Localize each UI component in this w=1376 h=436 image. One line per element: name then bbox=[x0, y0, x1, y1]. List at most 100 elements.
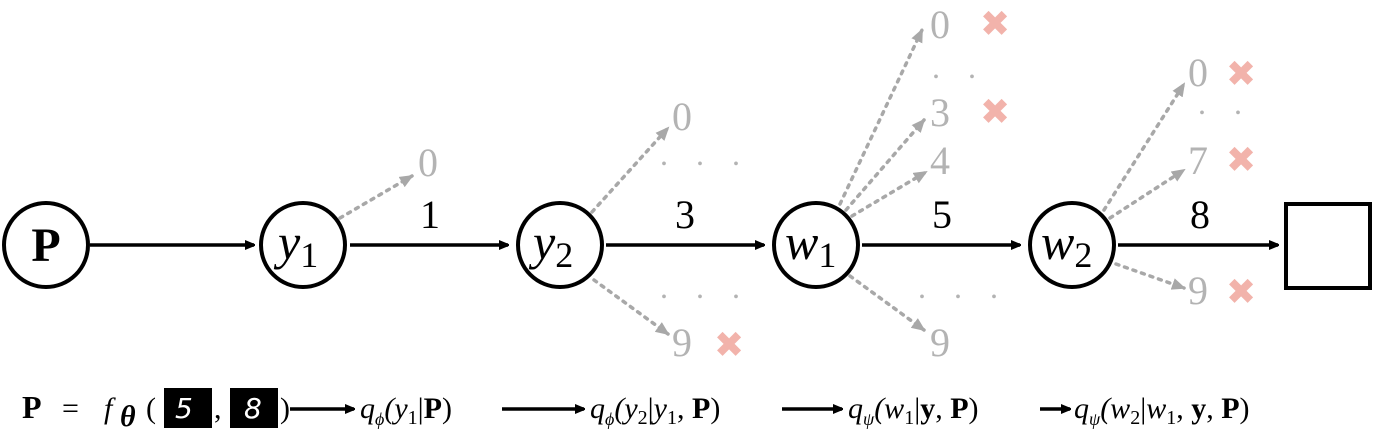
formula-q4-close: ) bbox=[1240, 392, 1250, 425]
svg-text:y2: y2 bbox=[528, 214, 573, 275]
branch-w2-dots: . . bbox=[1198, 85, 1252, 121]
node-p-label: P bbox=[31, 219, 60, 272]
edge-label-1: 1 bbox=[420, 192, 440, 237]
formula-q3-args-sub: 1 bbox=[904, 407, 914, 429]
mnist-digit-image-2 bbox=[230, 388, 278, 428]
node-w1: w1 bbox=[772, 201, 860, 289]
node-y2-sub: 2 bbox=[555, 235, 573, 275]
formula-q4-c2: y bbox=[1191, 392, 1206, 425]
formula-q4-sep2: , bbox=[1206, 392, 1221, 425]
formula-q4-c1-sub: 1 bbox=[1166, 407, 1176, 429]
branch-w1-label-4: 4 bbox=[930, 138, 950, 183]
formula-q2: qϕ(y2|y1, P) bbox=[590, 392, 720, 429]
formula-q2-close: ) bbox=[710, 392, 720, 425]
formula-f: f bbox=[104, 392, 116, 425]
mnist-digit-image-1 bbox=[164, 388, 212, 428]
formula-q2-sep: , bbox=[677, 392, 692, 425]
formula-q3-args: (w bbox=[874, 392, 904, 425]
branch-w1-dots: . . bbox=[932, 49, 986, 85]
formula-q4-cond: P bbox=[1221, 392, 1239, 425]
node-p: P bbox=[2, 201, 90, 289]
branch-w1-label-0: 0 bbox=[930, 2, 950, 47]
formula-q1-args-sub: 1 bbox=[408, 407, 418, 429]
formula-q4-args: (w bbox=[1100, 392, 1130, 425]
branch-y1-label-0: 0 bbox=[418, 140, 438, 185]
formula-q4-q: q bbox=[1074, 392, 1089, 425]
formula-q2-q: q bbox=[590, 392, 605, 425]
formula-q3-bar: | bbox=[914, 392, 920, 425]
branch-w1-4 bbox=[850, 170, 928, 218]
formula-open: ( bbox=[146, 392, 156, 425]
branch-w2-label-9: 9 bbox=[1188, 268, 1208, 313]
formula-q2-cond: P bbox=[692, 392, 710, 425]
formula-q1-bar: | bbox=[418, 392, 424, 425]
formula-q3-close: ) bbox=[969, 392, 979, 425]
formula-q2-sub: ϕ bbox=[605, 409, 614, 429]
node-y1-var: y bbox=[273, 214, 301, 270]
formula-q3: qψ(w1|y, P) bbox=[848, 392, 979, 429]
terminal-box bbox=[1284, 202, 1372, 290]
branch-w2-label-7: 7 bbox=[1188, 138, 1208, 183]
formula-line: P = f θ ( 5 , 8 ) qϕ(y1|P) qϕ(y2|y1, P) … bbox=[22, 388, 1250, 433]
formula-q3-sep: , bbox=[935, 392, 950, 425]
reject-icon: ✖ bbox=[714, 325, 744, 366]
mnist-digit-2: 8 bbox=[244, 392, 262, 425]
edge-label-3: 3 bbox=[675, 192, 695, 237]
reject-icon: ✖ bbox=[980, 4, 1010, 45]
node-w1-sub: 1 bbox=[818, 235, 836, 275]
branch-w2-7 bbox=[1108, 168, 1186, 220]
reject-icon: ✖ bbox=[1226, 140, 1256, 181]
branch-y2-label-0: 0 bbox=[672, 94, 692, 139]
formula-q2-bar: | bbox=[648, 392, 654, 425]
formula-q4-args-sub: 2 bbox=[1130, 407, 1140, 429]
branch-w1-dots-bottom: . . . bbox=[918, 269, 1008, 305]
edge-label-8: 8 bbox=[1190, 192, 1210, 237]
node-y2: y2 bbox=[516, 201, 604, 289]
node-w2-var: w bbox=[1041, 214, 1074, 270]
branch-y2-label-9: 9 bbox=[672, 320, 692, 365]
node-w2: w2 bbox=[1028, 201, 1116, 289]
reject-icon: ✖ bbox=[980, 92, 1010, 133]
formula-q4-sep: , bbox=[1176, 392, 1191, 425]
node-y1: y1 bbox=[259, 201, 347, 289]
branch-w1-label-3: 3 bbox=[930, 90, 950, 135]
formula-q1-close: ) bbox=[442, 392, 452, 425]
reject-icon: ✖ bbox=[1226, 54, 1256, 95]
branch-w1-9 bbox=[848, 274, 926, 332]
formula-q4-sub: ψ bbox=[1089, 409, 1101, 429]
node-y2-var: y bbox=[528, 214, 556, 270]
edge-label-5: 5 bbox=[932, 192, 952, 237]
svg-text:y1: y1 bbox=[273, 214, 318, 275]
node-w1-var: w bbox=[785, 214, 818, 270]
reject-icon: ✖ bbox=[1226, 272, 1256, 313]
formula-q1-args: (y bbox=[384, 392, 408, 425]
formula-q1-sub: ϕ bbox=[375, 409, 384, 429]
branch-y2-dots-top: . . . bbox=[660, 136, 750, 172]
formula-q2-args-sub: 2 bbox=[638, 407, 648, 429]
branch-y2-9 bbox=[592, 278, 670, 336]
formula-q1-q: q bbox=[360, 392, 375, 425]
svg-text:w2: w2 bbox=[1041, 214, 1092, 275]
branch-y2-dots-bottom: . . . bbox=[660, 269, 750, 305]
branch-w1-label-9: 9 bbox=[930, 320, 950, 365]
formula-q3-cond: P bbox=[950, 392, 968, 425]
branch-y1-0 bbox=[338, 174, 414, 220]
formula-theta: θ bbox=[120, 400, 136, 433]
formula-close: ) bbox=[280, 392, 290, 425]
formula-eq: = bbox=[62, 392, 79, 425]
formula-q3-c1: y bbox=[920, 392, 935, 425]
branch-w1-3 bbox=[844, 118, 926, 212]
formula-q2-args: (y bbox=[614, 392, 638, 425]
node-y1-sub: 1 bbox=[300, 235, 318, 275]
mnist-digit-1: 5 bbox=[175, 392, 193, 425]
branch-w1-0 bbox=[838, 28, 924, 206]
formula-q3-q: q bbox=[848, 392, 863, 425]
formula-q4: qψ(w2|w1, y, P) bbox=[1074, 392, 1250, 429]
formula-q4-bar: | bbox=[1140, 392, 1146, 425]
formula-q2-c1-sub: 1 bbox=[667, 407, 677, 429]
svg-text:w1: w1 bbox=[785, 214, 836, 275]
formula-q2-c1: y bbox=[651, 392, 668, 425]
formula-q1-cond: P bbox=[424, 392, 442, 425]
formula-q1: qϕ(y1|P) bbox=[360, 392, 452, 429]
